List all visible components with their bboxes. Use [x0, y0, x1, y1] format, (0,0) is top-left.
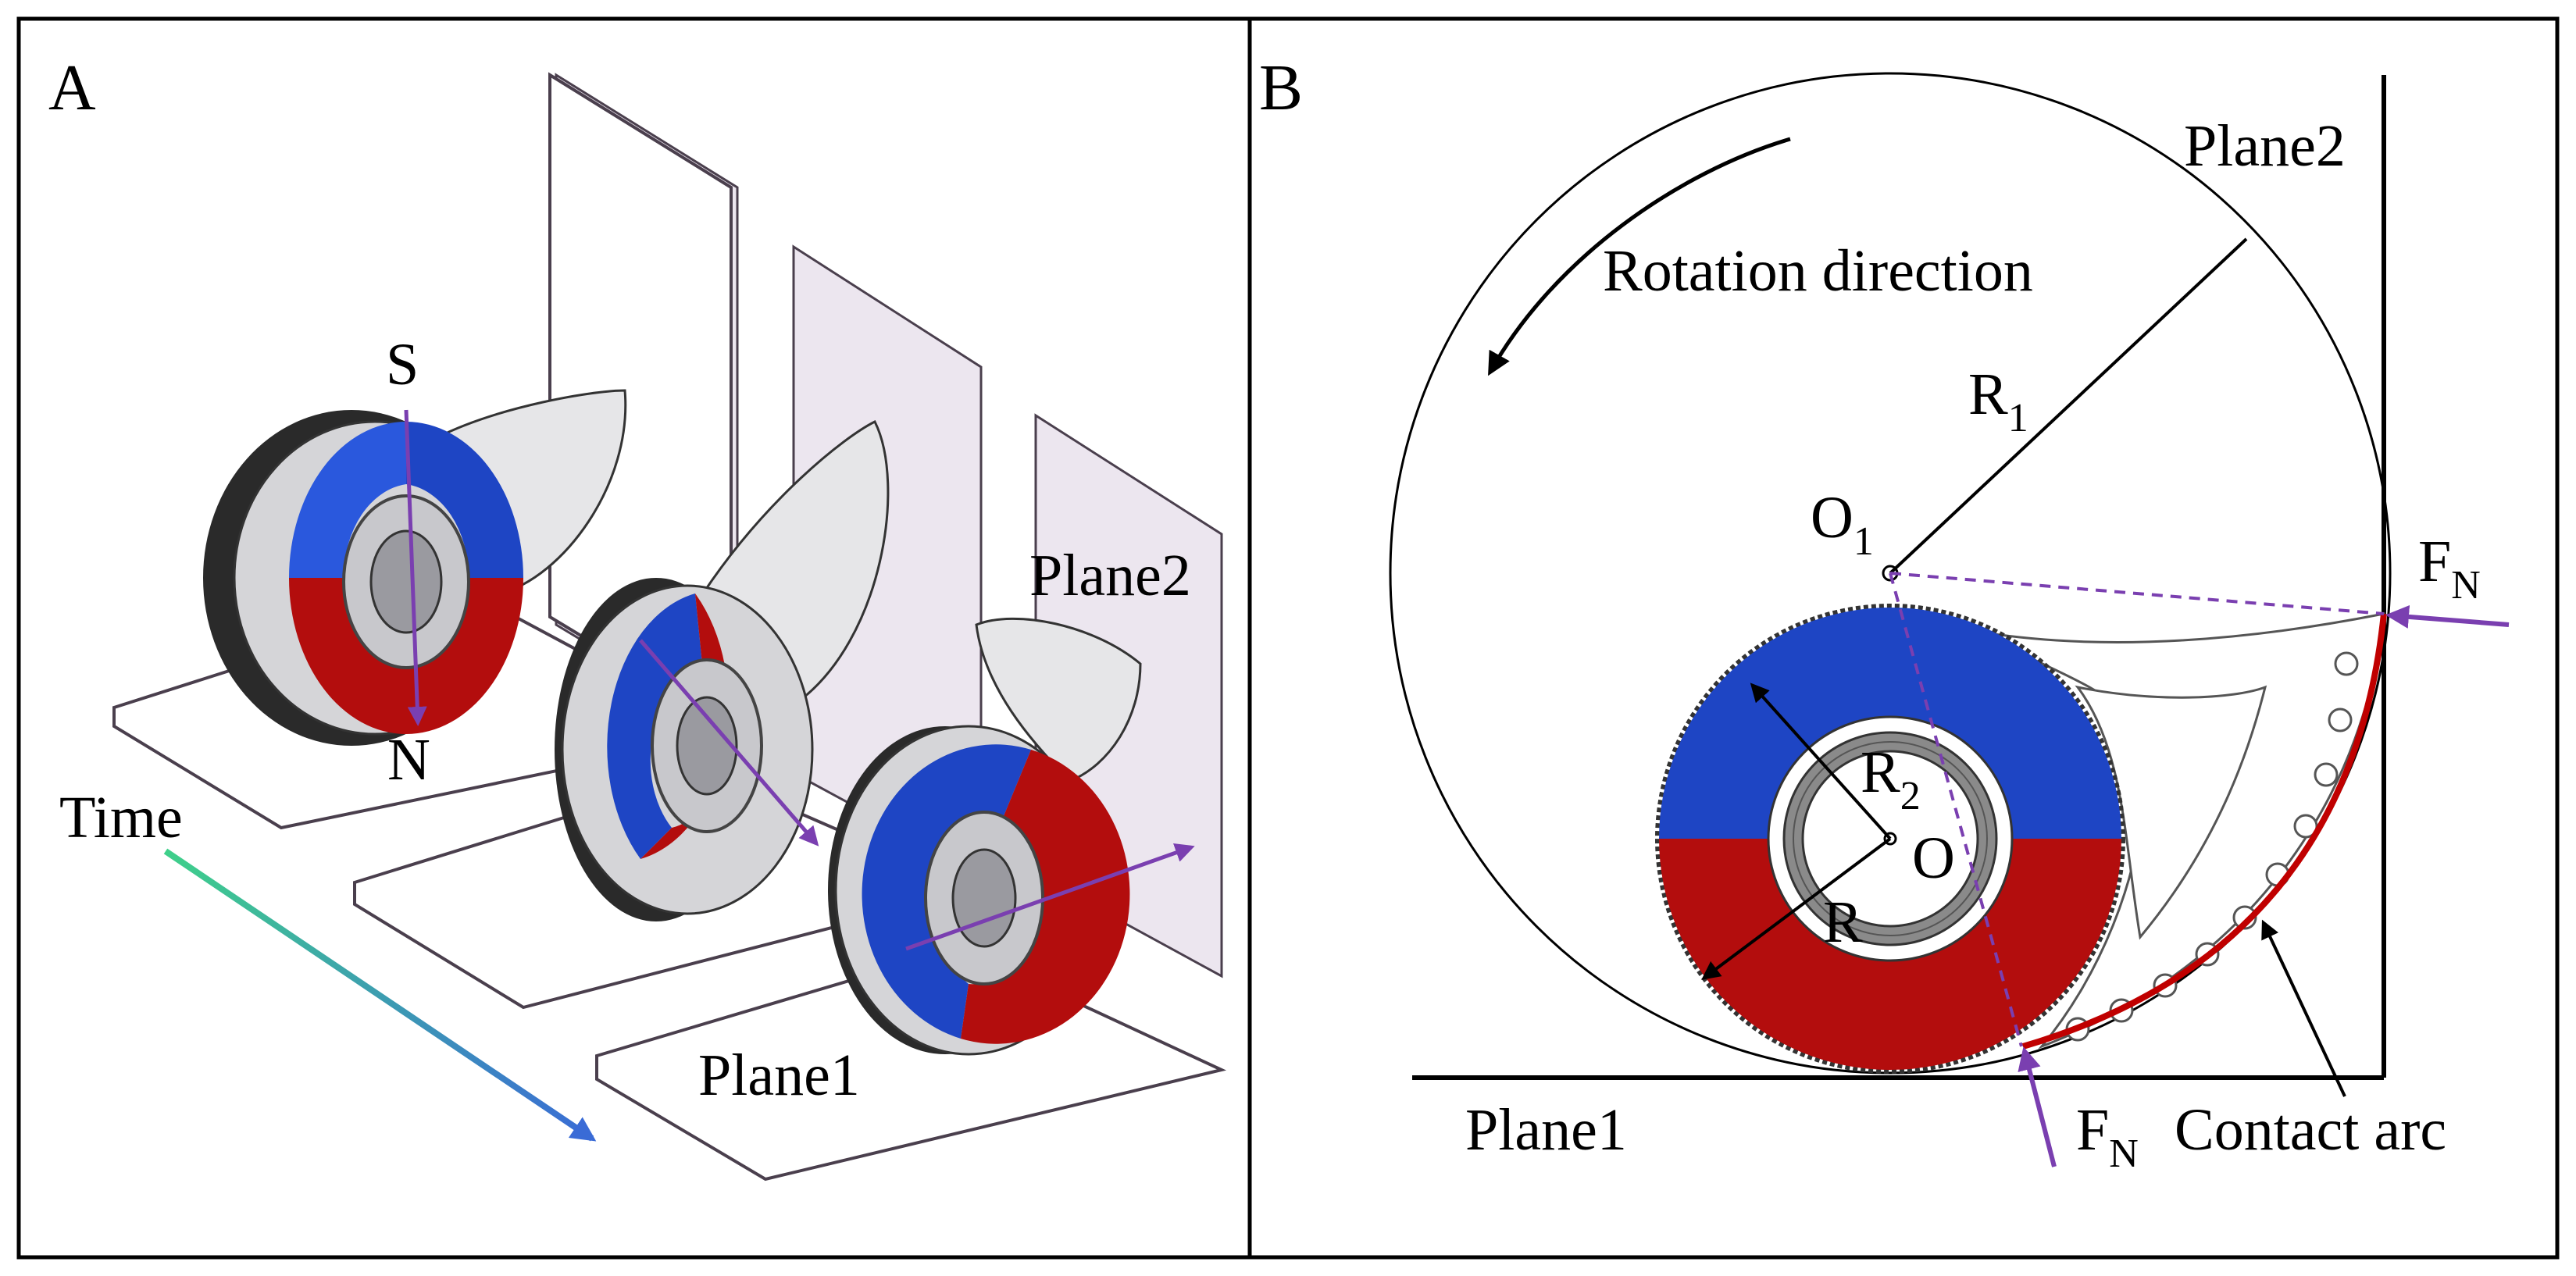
magnet-red-half	[1659, 839, 2121, 1070]
panel-b: B	[1259, 52, 2510, 1176]
lever-hole	[2232, 905, 2257, 930]
plane2-label-a: Plane2	[1029, 543, 1191, 608]
arm-3	[975, 617, 1142, 782]
o1-main: O	[1811, 485, 1854, 551]
force-line-o1-to-bottom	[1889, 572, 2023, 1047]
r-label: R	[1823, 889, 1863, 955]
fn-right-main: F	[2418, 529, 2451, 594]
radius-r-line	[1701, 837, 1892, 980]
force-arrow-bottom	[2018, 1046, 2057, 1167]
pole-south-label: S	[386, 332, 419, 397]
o1-label: O1	[1811, 485, 1874, 564]
wheel-1-blue-half	[406, 422, 523, 578]
panel-a: A S N	[48, 52, 1227, 1182]
r1-main: R	[1968, 362, 2008, 427]
time-arrow	[163, 848, 597, 1142]
magnet-axis-arrow-2	[639, 639, 819, 847]
r2-label: R2	[1861, 740, 1921, 818]
wheel-1-hub	[369, 529, 443, 634]
lever-cutout	[2075, 685, 2267, 940]
rotation-direction-label: Rotation direction	[1603, 238, 2033, 304]
o1-sub: 1	[1854, 519, 1874, 564]
figure-border	[16, 16, 2560, 1260]
wheel-2-hub	[676, 696, 738, 796]
pole-north-label: N	[387, 727, 430, 793]
fn-right-sub: N	[2451, 563, 2481, 608]
force-arrow-right	[2385, 604, 2510, 629]
fn-bottom-label: FN	[2076, 1097, 2139, 1176]
plane2-label-b: Plane2	[2184, 113, 2346, 179]
panel-b-letter: B	[1259, 52, 1303, 124]
bearing-inner-line	[1793, 741, 1988, 936]
fn-bottom-sub: N	[2109, 1132, 2139, 1176]
wheel-1-blue-half-2	[289, 422, 406, 578]
fn-right-label: FN	[2418, 529, 2481, 608]
fn-bottom-main: F	[2076, 1097, 2109, 1163]
radius-r2-line	[1750, 683, 1892, 840]
r2-main: R	[1861, 740, 1900, 805]
wheel-1	[203, 410, 523, 746]
mechanism-3: Plane2 Plane1	[595, 413, 1227, 1182]
wheel-tread-outline	[1655, 604, 2125, 1074]
magnet-blue-half	[1659, 608, 2121, 839]
wheel-3	[828, 725, 1130, 1056]
contact-arc-label: Contact arc	[2175, 1097, 2446, 1163]
outer-circle-r1	[1389, 72, 2392, 1075]
force-line-o1-to-contact	[1889, 572, 2385, 615]
contact-arc	[2021, 613, 2387, 1050]
lever-hole	[2314, 762, 2339, 787]
lever-hole	[2328, 708, 2353, 732]
contact-arc-pointer	[2261, 919, 2346, 1097]
r1-label: R1	[1968, 362, 2028, 440]
time-label: Time	[59, 785, 183, 850]
rotation-arrow	[1488, 137, 1791, 376]
panel-a-letter: A	[48, 52, 96, 124]
mechanism-1: S N	[112, 72, 739, 830]
wheel-3-red-half	[961, 750, 1130, 1044]
wheel-2	[555, 578, 814, 921]
plane1-label-b: Plane1	[1465, 1097, 1627, 1163]
magnet-axis-arrow-3	[905, 843, 1195, 951]
r2-sub: 2	[1900, 774, 1921, 818]
wheel-3-blue-half	[862, 744, 1031, 1039]
wheel-3-hub	[951, 848, 1017, 948]
radius-r1-line	[1889, 237, 2248, 575]
mechanism-2	[353, 244, 983, 1010]
lever-hole	[2334, 651, 2359, 676]
o-label: O	[1912, 825, 1955, 891]
lever-holes	[2065, 651, 2359, 1042]
plane1-label-a: Plane1	[698, 1043, 860, 1108]
r1-sub: 1	[2008, 396, 2028, 440]
magnet-axis-arrow-1	[404, 409, 427, 726]
